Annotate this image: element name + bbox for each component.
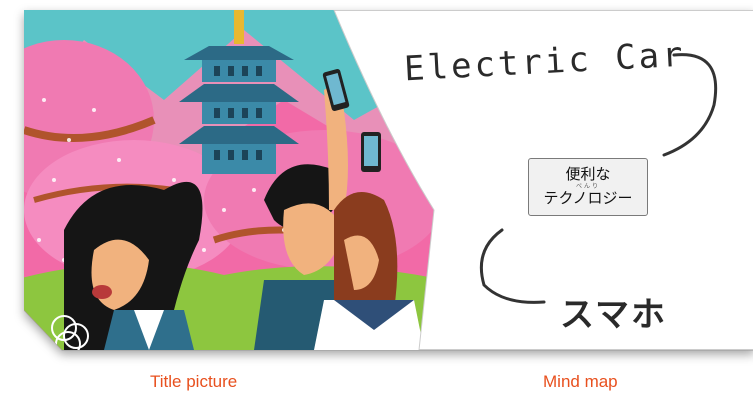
mind-map-caption: Mind map — [543, 372, 618, 391]
mind-map-center-node[interactable]: 便利な べんり テクノロジー — [528, 158, 648, 216]
student-girl-illustration — [64, 181, 203, 350]
title-picture[interactable] — [24, 10, 444, 356]
pagoda-illustration — [179, 10, 299, 174]
title-picture-caption: Title picture — [150, 372, 238, 391]
center-node-line1: 便利な — [565, 165, 611, 183]
slide-frame — [24, 10, 753, 368]
center-node-ruby: べんり — [575, 183, 600, 190]
student-girl-phone-illustration — [314, 132, 424, 350]
mind-map-connectors — [479, 53, 718, 304]
slide-artwork — [24, 10, 753, 356]
center-node-line2: テクノロジー — [543, 189, 633, 207]
mind-map-branch-smartphone[interactable]: スマホ — [560, 295, 667, 335]
slide-panel: Electric Car 便利な べんり テクノロジー スマホ — [24, 10, 753, 368]
